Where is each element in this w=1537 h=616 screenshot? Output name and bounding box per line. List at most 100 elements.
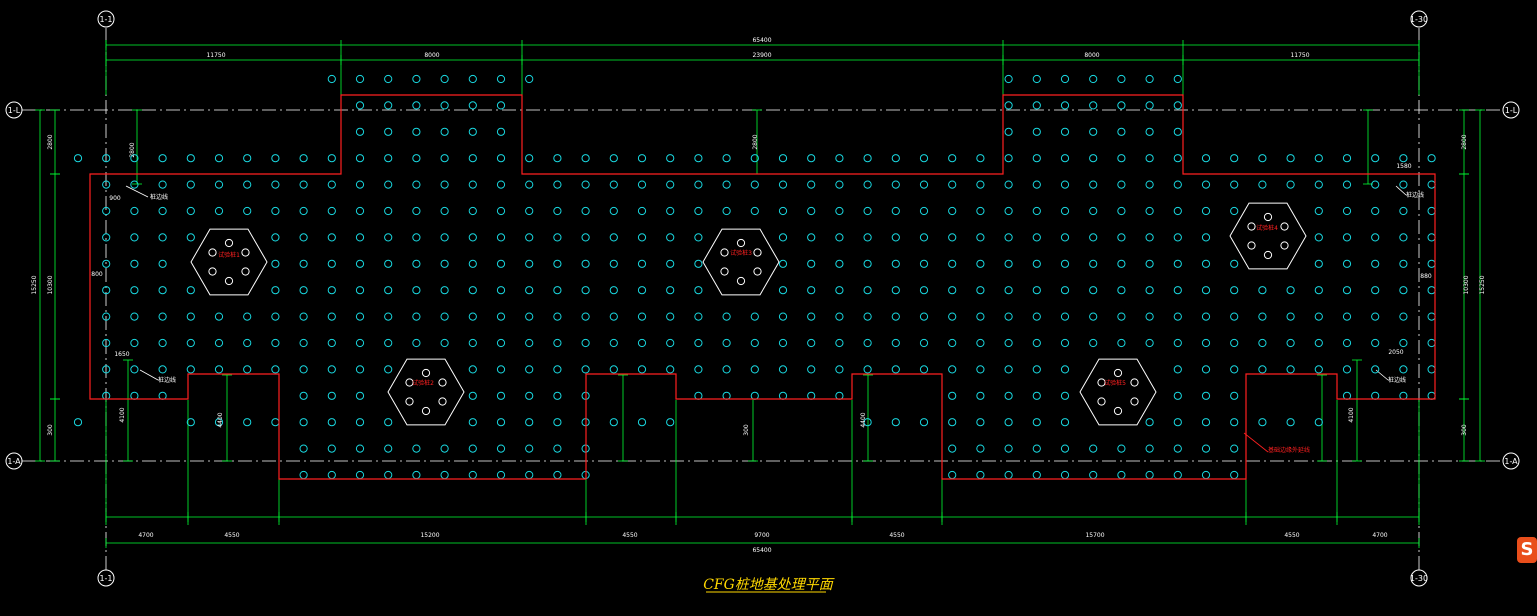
pile-333 xyxy=(750,312,759,321)
pile-451 xyxy=(158,391,167,400)
test-pile-label-3: 试验桩3 xyxy=(730,249,752,257)
bottom-dim-3: 15200 xyxy=(420,532,439,539)
pile-84 xyxy=(1286,154,1295,163)
pile-406 xyxy=(102,365,111,374)
pile-157 xyxy=(637,206,647,216)
pile-316 xyxy=(271,312,280,321)
top-dim-5: 11750 xyxy=(1290,52,1309,59)
pile-429 xyxy=(807,365,816,374)
pile-230 xyxy=(327,259,336,268)
pile-475 xyxy=(1371,391,1380,400)
axis-bubble-row-bottom-left: 1-A xyxy=(5,452,23,470)
pile-50 xyxy=(327,154,336,163)
pile-460 xyxy=(694,391,703,400)
pile-34 xyxy=(1004,127,1013,136)
bottom-notch-dim-2: 4400 xyxy=(860,412,867,427)
test-pile-1-5 xyxy=(241,248,250,257)
pile-177 xyxy=(1201,206,1211,216)
pile-481 xyxy=(243,418,252,427)
pile-237 xyxy=(525,259,534,268)
pile-97 xyxy=(299,180,308,189)
pile-38 xyxy=(1117,127,1126,136)
pile-305 xyxy=(1314,286,1323,295)
pile-400 xyxy=(1286,338,1295,348)
pile-328 xyxy=(609,312,618,321)
pile-489 xyxy=(525,418,534,427)
pile-419 xyxy=(525,365,534,374)
pile-261 xyxy=(1314,259,1323,268)
pile-189 xyxy=(299,233,308,242)
pile-197 xyxy=(525,233,534,242)
pile-37 xyxy=(1089,127,1098,136)
pile-307 xyxy=(1371,286,1380,295)
pile-476 xyxy=(1399,391,1408,400)
pile-186 xyxy=(158,233,167,242)
pile-345 xyxy=(1089,312,1098,321)
pile-194 xyxy=(440,233,449,242)
pile-418 xyxy=(496,365,506,374)
test-pile-4-2 xyxy=(1247,241,1256,250)
pile-324 xyxy=(496,312,506,321)
pile-198 xyxy=(553,233,562,242)
pile-499 xyxy=(976,418,985,427)
pile-175 xyxy=(1145,206,1154,216)
pile-43 xyxy=(130,154,139,163)
pile-527 xyxy=(1117,444,1126,453)
bottom-dim-8: 4550 xyxy=(1284,532,1299,539)
pile-215 xyxy=(1089,233,1098,242)
pile-120 xyxy=(948,180,957,189)
pile-540 xyxy=(525,470,534,480)
pile-144 xyxy=(271,206,280,216)
pile-393 xyxy=(1089,338,1098,348)
bottom-notch-dim-1: 4400 xyxy=(217,412,224,427)
pile-107 xyxy=(581,180,590,189)
pile-48 xyxy=(271,154,280,163)
pile-390 xyxy=(1004,338,1013,348)
pile-199 xyxy=(581,233,590,242)
pile-26 xyxy=(1145,101,1154,110)
pile-259 xyxy=(1201,259,1211,268)
pile-35 xyxy=(1032,127,1041,136)
pile-482 xyxy=(271,418,280,427)
pile-122 xyxy=(1004,180,1013,189)
pile-142 xyxy=(214,206,224,216)
pile-40 xyxy=(1173,127,1182,136)
top-dim-1: 11750 xyxy=(206,52,225,59)
pile-389 xyxy=(976,338,985,348)
pile-251 xyxy=(976,259,985,268)
pile-58 xyxy=(553,154,562,163)
leader-4 xyxy=(1243,432,1269,453)
pile-323 xyxy=(468,312,477,321)
pile-195 xyxy=(468,233,477,242)
pile-185 xyxy=(130,233,139,242)
left-bottom-small-dim-2: 4100 xyxy=(119,407,126,422)
leader-2 xyxy=(1395,185,1407,196)
pile-75 xyxy=(1032,154,1041,163)
pile-105 xyxy=(525,180,534,189)
pile-388 xyxy=(948,338,957,348)
pile-420 xyxy=(553,365,562,374)
pile-444 xyxy=(1314,365,1323,374)
app-badge-icon[interactable]: S xyxy=(1517,537,1537,563)
test-pile-hexagon-1 xyxy=(190,228,268,296)
bottom-overall-dim: 65400 xyxy=(752,547,771,554)
pile-176 xyxy=(1173,206,1182,216)
pile-181 xyxy=(1371,206,1380,216)
pile-473 xyxy=(1230,391,1239,400)
pile-519 xyxy=(553,444,562,453)
pile-196 xyxy=(496,233,506,242)
pile-423 xyxy=(637,365,647,374)
pile-308 xyxy=(1399,286,1408,295)
test-pile-2-5 xyxy=(438,378,447,387)
pile-468 xyxy=(1004,391,1013,400)
pile-193 xyxy=(412,233,421,242)
pile-385 xyxy=(863,338,872,348)
pile-359 xyxy=(130,338,139,348)
pile-287 xyxy=(807,286,816,295)
pile-188 xyxy=(271,233,280,242)
pile-266 xyxy=(102,286,111,295)
pile-546 xyxy=(1032,470,1041,480)
svg-text:1-A: 1-A xyxy=(7,457,21,466)
pile-318 xyxy=(327,312,336,321)
pile-95 xyxy=(243,180,252,189)
